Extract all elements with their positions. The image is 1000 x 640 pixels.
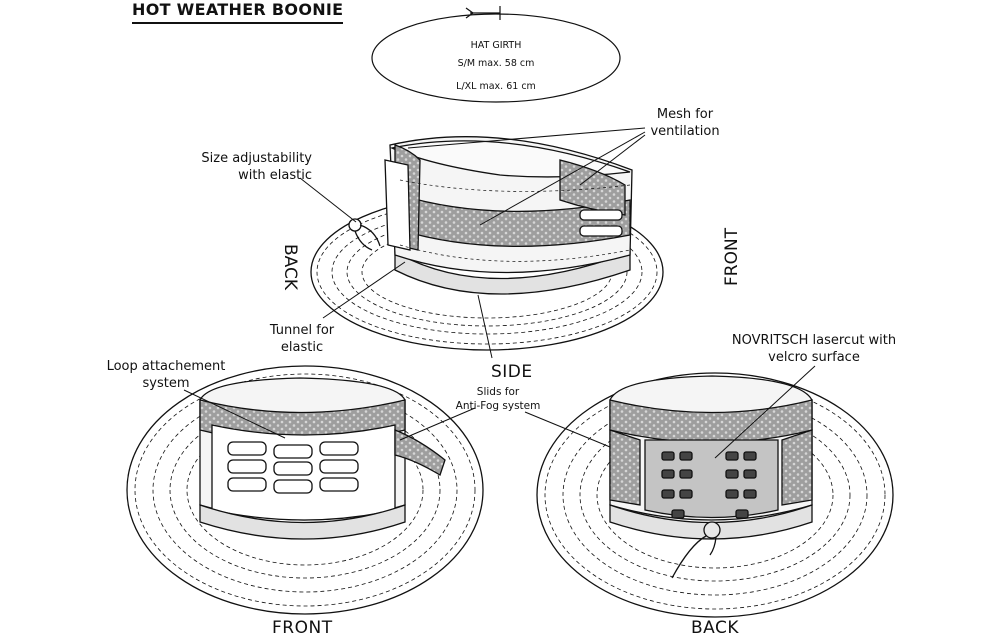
hat-girth-indicator [371,6,621,103]
girth-sm: S/M max. 58 cm [457,58,535,69]
callout-slids-line1: Slids for [476,386,520,398]
callout-leaders [183,127,816,459]
callout-tunnel-line2: elastic [280,340,324,355]
callout-slids-line2: Anti-Fog system [455,400,541,412]
girth-heading: HAT GIRTH [470,40,522,51]
callout-size-adjust-line2: with elastic [238,168,312,183]
hat-back-view [536,372,894,618]
view-label-side-front: FRONT [722,227,742,286]
callout-size-adjust-line1: Size adjustability [201,151,312,166]
view-label-side-back: BACK [280,244,300,291]
callout-mesh-line2: ventilation [650,124,720,139]
view-label-back: BACK [691,618,740,638]
callout-lasercut-line1: NOVRITSCH lasercut with [731,333,897,348]
girth-lxl: L/XL max. 61 cm [456,81,536,92]
view-label-side: SIDE [491,362,533,382]
hat-front-view [126,365,484,615]
hat-side-view [310,136,664,351]
callout-lasercut-line2: velcro surface [768,350,860,365]
callout-lasercut: NOVRITSCH lasercut with velcro surface [730,332,898,366]
callout-tunnel-line1: Tunnel for [269,323,335,338]
callout-size-adjust: Size adjustability with elastic [190,150,312,184]
callout-mesh-line1: Mesh for [656,107,714,122]
callout-mesh: Mesh for ventilation [640,106,730,140]
callout-loop-line2: system [142,376,190,391]
view-label-front: FRONT [272,618,333,638]
callout-loop: Loop attachement system [104,358,228,392]
callout-slids: Slids for Anti-Fog system [450,385,546,413]
callout-tunnel: Tunnel for elastic [262,322,342,356]
callout-loop-line1: Loop attachement [106,359,226,374]
page-title: HOT WEATHER BOONIE [132,0,344,24]
